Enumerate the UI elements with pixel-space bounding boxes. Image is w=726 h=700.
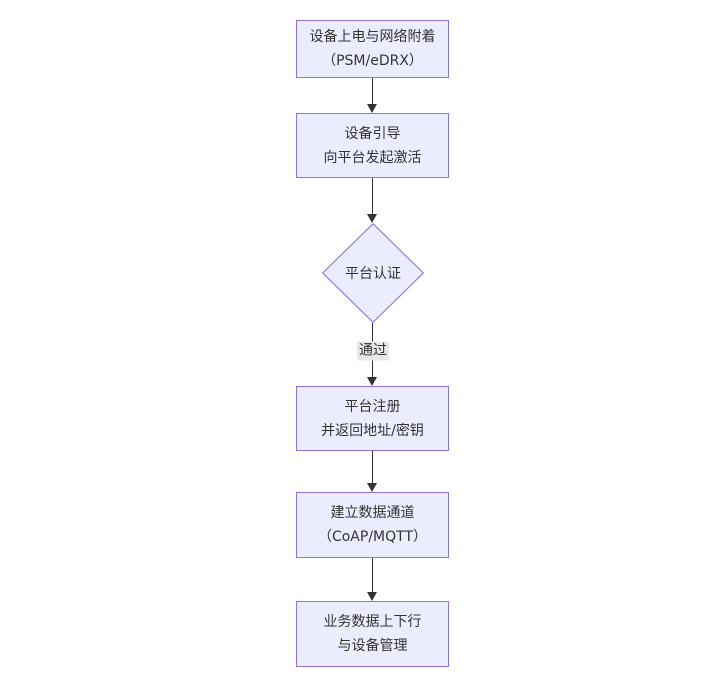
arrowhead-down-icon bbox=[367, 592, 377, 601]
edge-bootstrap-to-auth bbox=[372, 178, 373, 214]
node-auth-label: 平台认证 bbox=[345, 266, 401, 282]
node-channel: 建立数据通道 （CoAP/MQTT） bbox=[296, 492, 449, 558]
edge-channel-to-business bbox=[372, 558, 373, 592]
node-bootstrap: 设备引导 向平台发起激活 bbox=[296, 113, 449, 178]
node-power-attach-line2: （PSM/eDRX） bbox=[322, 53, 423, 69]
node-channel-line1: 建立数据通道 bbox=[330, 505, 415, 521]
node-channel-line2: （CoAP/MQTT） bbox=[317, 529, 428, 545]
arrowhead-down-icon bbox=[367, 377, 377, 386]
node-power-attach: 设备上电与网络附着 （PSM/eDRX） bbox=[296, 20, 449, 78]
node-auth-decision: 平台认证 bbox=[322, 223, 424, 323]
node-business-line2: 与设备管理 bbox=[337, 638, 408, 654]
edge-power-attach-to-bootstrap bbox=[372, 78, 373, 104]
node-business-line1: 业务数据上下行 bbox=[323, 614, 422, 630]
node-register-line2: 并返回地址/密钥 bbox=[321, 422, 424, 439]
node-bootstrap-line2: 向平台发起激活 bbox=[323, 149, 422, 166]
node-bootstrap-line1: 设备引导 bbox=[344, 125, 401, 142]
arrowhead-down-icon bbox=[367, 214, 377, 223]
edge-label-pass: 通过 bbox=[357, 341, 389, 361]
node-register: 平台注册 并返回地址/密钥 bbox=[296, 386, 449, 451]
diamond-shape bbox=[322, 223, 424, 323]
arrowhead-down-icon bbox=[367, 483, 377, 492]
node-business: 业务数据上下行 与设备管理 bbox=[296, 601, 449, 667]
arrowhead-down-icon bbox=[367, 104, 377, 113]
node-power-attach-line1: 设备上电与网络附着 bbox=[309, 29, 436, 45]
edge-register-to-channel bbox=[372, 451, 373, 483]
node-register-line1: 平台注册 bbox=[344, 398, 401, 415]
